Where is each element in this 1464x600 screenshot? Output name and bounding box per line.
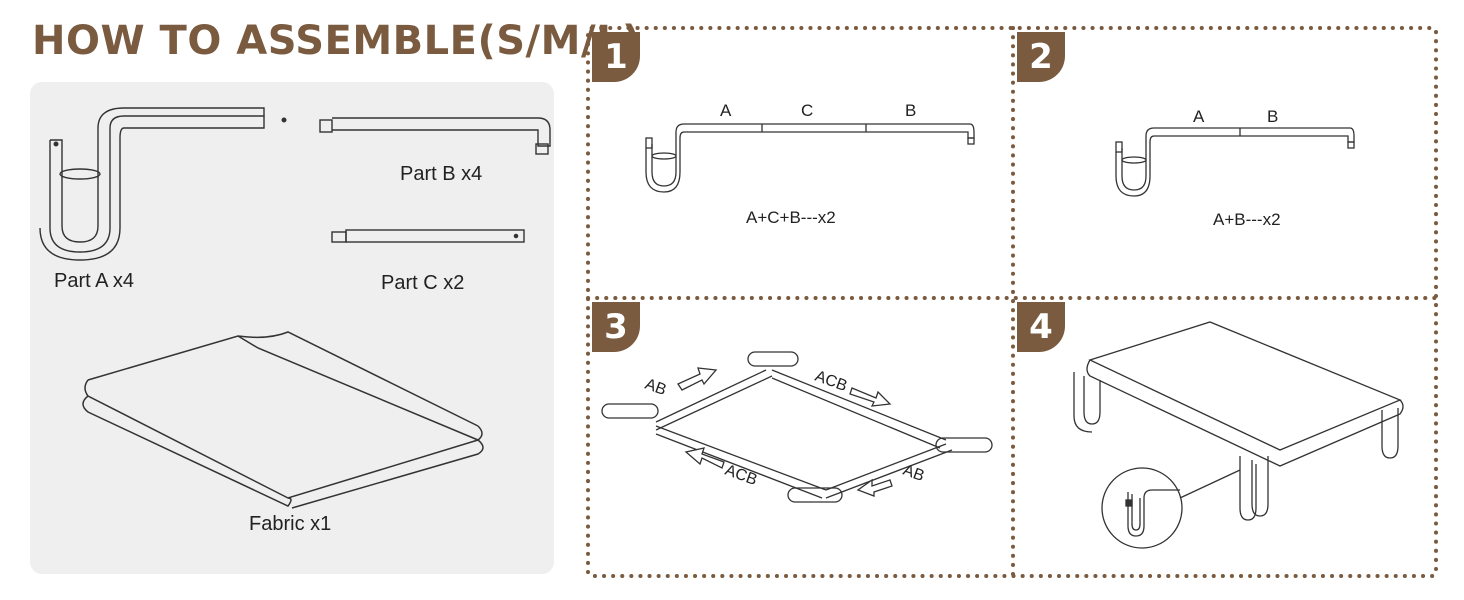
- part-b-drawing: [319, 117, 551, 155]
- step-2-caption: A+B---x2: [1213, 210, 1281, 229]
- part-b-label: Part B x4: [400, 163, 483, 185]
- step-3-arrow-label-1: AB: [643, 376, 669, 399]
- step-2-label-a: A: [1193, 107, 1205, 126]
- parts-panel: [30, 82, 554, 574]
- step-2-badge: 2: [1017, 32, 1065, 82]
- step-2-label-b: B: [1267, 107, 1279, 126]
- step-3-drawing: AB ACB ACB AB: [601, 351, 993, 503]
- step-1-label-b: B: [905, 101, 917, 120]
- part-c-label: Part C x2: [381, 272, 465, 294]
- step-3-badge: 3: [592, 302, 640, 352]
- step-1-label-c: C: [801, 101, 814, 120]
- part-a-label: Part A x4: [54, 270, 135, 292]
- page-title: HOW TO ASSEMBLE(S/M/L): [32, 18, 641, 64]
- part-c-drawing: [331, 229, 525, 243]
- step-3-arrow-label-2: ACB: [813, 368, 850, 395]
- step-4-drawing: [1073, 321, 1404, 549]
- fabric-drawing: [82, 331, 484, 509]
- step-1-caption: A+C+B---x2: [746, 208, 836, 227]
- step-4-badge: 4: [1017, 302, 1065, 352]
- step-1-badge: 1: [592, 32, 640, 82]
- step-1-drawing: [645, 123, 975, 193]
- step-3-arrow-label-4: AB: [901, 462, 927, 485]
- step-2-drawing: [1115, 127, 1355, 197]
- step-1-label-a: A: [720, 101, 732, 120]
- step-3-arrow-label-3: ACB: [723, 462, 760, 489]
- part-a-drawing: [39, 107, 287, 261]
- fabric-label: Fabric x1: [249, 513, 332, 535]
